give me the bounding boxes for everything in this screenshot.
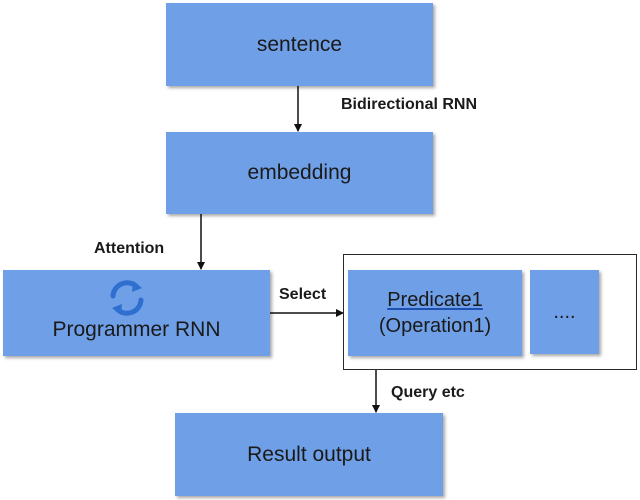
more-node: .... (530, 270, 599, 354)
result-output-node: Result output (175, 413, 443, 496)
select-label: Select (279, 286, 327, 303)
predicate-label: Predicate1 (387, 289, 483, 311)
predicate-node: Predicate1 (Operation1) (348, 270, 522, 356)
refresh-icon (110, 280, 144, 316)
operation-label: (Operation1) (378, 315, 492, 337)
embedding-node: embedding (166, 132, 433, 214)
sentence-label: sentence (256, 32, 343, 56)
programmer-rnn-node: Programmer RNN (3, 270, 270, 356)
attention-label: Attention (94, 240, 165, 257)
bidirectional-rnn-label: Bidirectional RNN (341, 96, 478, 113)
result-output-label: Result output (247, 442, 371, 466)
embedding-label: embedding (247, 161, 352, 184)
more-label: .... (553, 300, 576, 323)
sentence-node: sentence (166, 3, 433, 86)
programmer-rnn-label: Programmer RNN (52, 318, 221, 341)
query-etc-label: Query etc (391, 384, 465, 401)
